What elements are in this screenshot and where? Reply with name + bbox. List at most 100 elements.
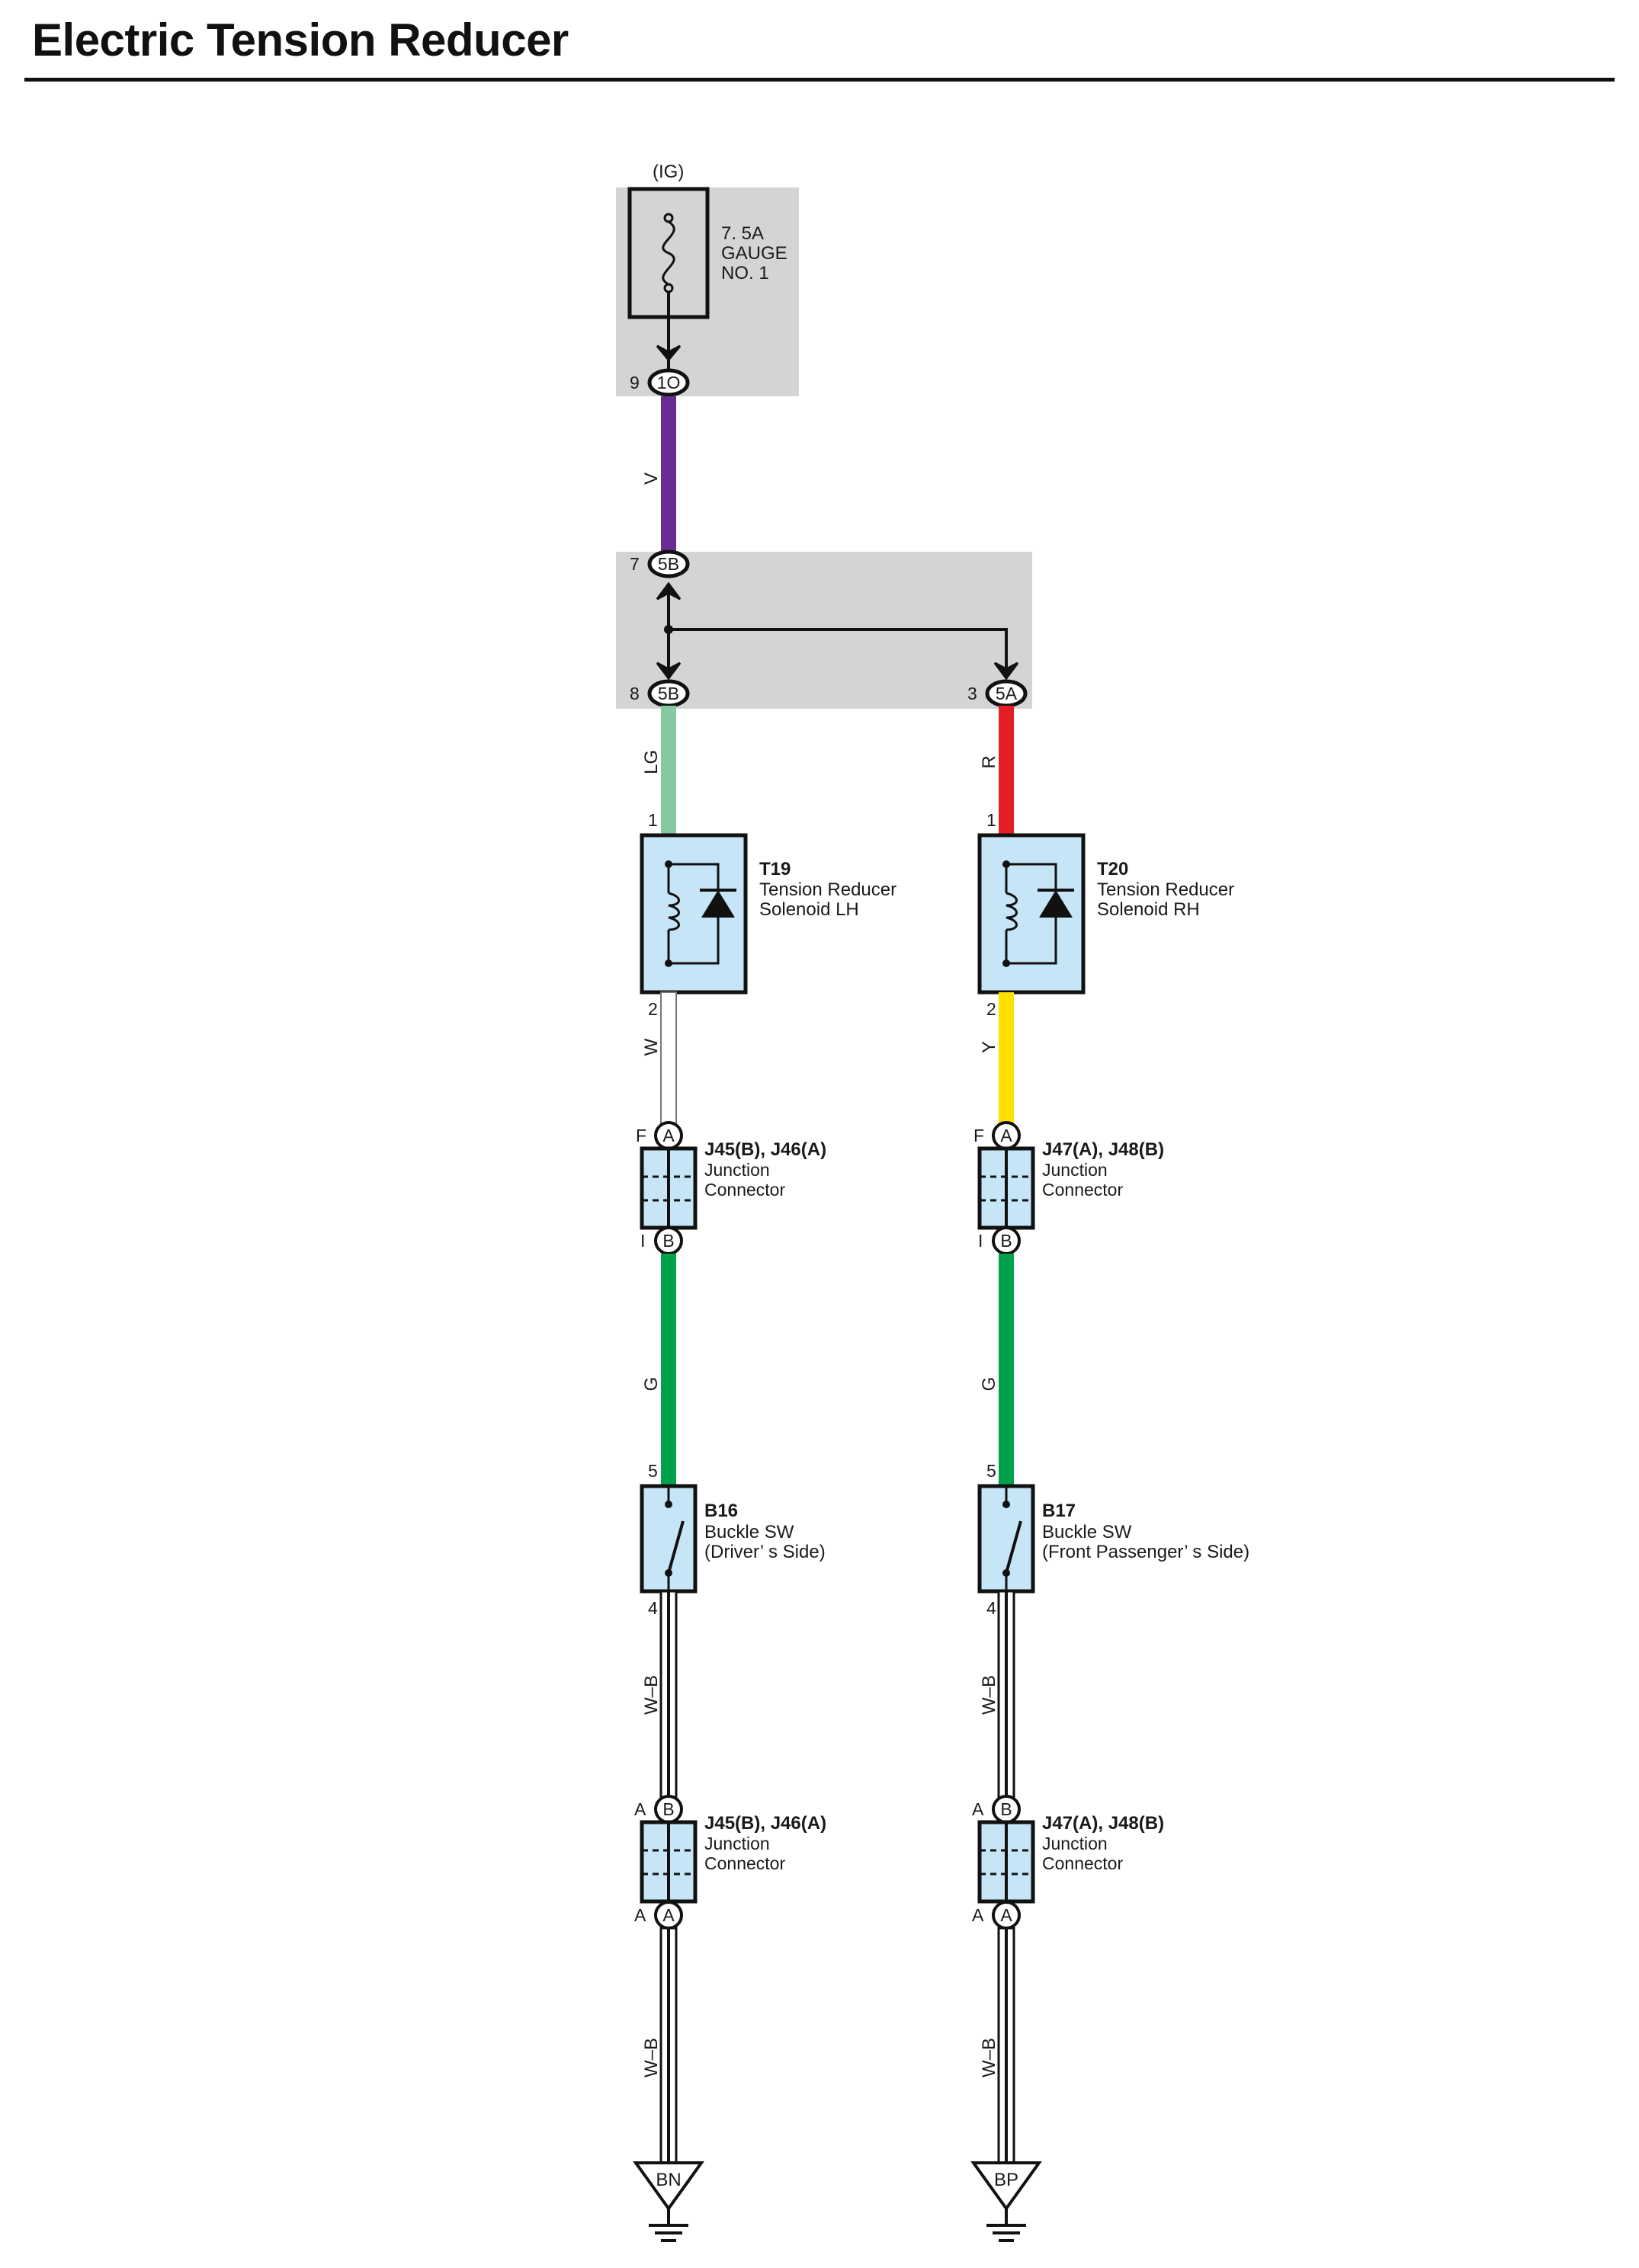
buckle-rh-line2: (Front Passenger’ s Side) bbox=[1042, 1542, 1249, 1562]
fuse-source-label: (IG) bbox=[653, 162, 684, 182]
title-rule bbox=[24, 78, 1615, 82]
ground-bn-label: BN bbox=[656, 2170, 681, 2190]
buckle-lh-pin-bottom: 4 bbox=[648, 1598, 658, 1618]
jc-right-upper-bottom-pin: I bbox=[978, 1231, 983, 1251]
jc-left-lower-line2: Connector bbox=[704, 1853, 785, 1873]
ground-bn-symbol bbox=[633, 2161, 704, 2242]
fuse-rating: 7. 5A bbox=[721, 223, 764, 244]
page-title: Electric Tension Reducer bbox=[32, 14, 569, 66]
junction-splice-dot bbox=[664, 625, 673, 634]
jc-right-lower-code: J47(A), J48(B) bbox=[1042, 1813, 1164, 1834]
wire-g-left bbox=[661, 1254, 676, 1486]
jc-left-lower-bottom-id: A bbox=[662, 1905, 675, 1925]
wire-r-label: R bbox=[979, 755, 999, 768]
connector-5B-in bbox=[647, 549, 690, 578]
jc-left-upper-bottom-id: B bbox=[662, 1231, 674, 1251]
jc-left-lower-code: J45(B), J46(A) bbox=[704, 1813, 826, 1834]
connector-1O-id: 1O bbox=[657, 373, 681, 392]
wire-wb-right-2-label: W–B bbox=[979, 2038, 999, 2077]
buckle-lh-line1: Buckle SW bbox=[704, 1522, 794, 1542]
connector-1O-pin: 9 bbox=[630, 373, 640, 392]
wire-y-label: Y bbox=[979, 1041, 999, 1053]
jc-right-upper-code: J47(A), J48(B) bbox=[1042, 1139, 1164, 1160]
solenoid-lh bbox=[640, 833, 748, 995]
connector-5B-out-pin: 8 bbox=[630, 684, 640, 703]
wire-g-left-label: G bbox=[641, 1377, 662, 1392]
fuse-name-line2: NO. 1 bbox=[721, 263, 769, 284]
jc-right-lower-bottom-id: A bbox=[1000, 1905, 1012, 1925]
wire-y bbox=[999, 992, 1014, 1134]
wire-lg bbox=[661, 706, 676, 835]
wire-wb-right-1 bbox=[997, 1590, 1015, 1810]
ground-bp-symbol bbox=[970, 2161, 1042, 2242]
wire-wb-right-1-label: W–B bbox=[979, 1675, 999, 1715]
fuse-name-line1: GAUGE bbox=[721, 243, 787, 264]
junction-out-left-arrow bbox=[656, 662, 682, 681]
buckle-lh-pin-top: 5 bbox=[648, 1461, 658, 1481]
wire-wb-left-2 bbox=[659, 1927, 678, 2166]
buckle-lh-line2: (Driver’ s Side) bbox=[704, 1542, 826, 1562]
jc-left-lower-box bbox=[640, 1820, 698, 1904]
jc-right-upper-top-id: A bbox=[1000, 1126, 1012, 1145]
jc-right-lower-box bbox=[977, 1820, 1035, 1904]
buckle-lh-code: B16 bbox=[704, 1501, 738, 1521]
wire-lg-label: LG bbox=[641, 750, 662, 774]
wire-r bbox=[999, 706, 1014, 835]
connector-5B-out-id: 5B bbox=[658, 684, 679, 703]
solenoid-rh-code: T20 bbox=[1097, 859, 1128, 879]
fuse-output-arrow bbox=[656, 344, 682, 362]
jc-right-upper-box bbox=[977, 1146, 1035, 1230]
connector-5B-in-id: 5B bbox=[658, 554, 679, 574]
solenoid-rh-pin-top: 1 bbox=[986, 810, 996, 830]
jc-right-lower-line1: Junction bbox=[1042, 1834, 1108, 1853]
buckle-rh-code: B17 bbox=[1042, 1501, 1076, 1521]
wire-wb-left-2-label: W–B bbox=[641, 2038, 662, 2077]
jc-left-lower-bottom-pin: A bbox=[634, 1905, 646, 1925]
solenoid-lh-pin-top: 1 bbox=[648, 810, 658, 830]
jc-right-upper-line1: Junction bbox=[1042, 1160, 1108, 1180]
jc-right-lower-line2: Connector bbox=[1042, 1853, 1123, 1873]
wire-g-right bbox=[999, 1254, 1014, 1486]
solenoid-lh-code: T19 bbox=[759, 859, 791, 879]
wire-v-label: V bbox=[641, 472, 662, 485]
jc-left-upper-top-id: A bbox=[662, 1126, 675, 1145]
wire-wb-left-1-label: W–B bbox=[641, 1675, 662, 1715]
wire-w-label: W bbox=[641, 1038, 662, 1056]
solenoid-rh-pin-bottom: 2 bbox=[986, 999, 996, 1019]
buckle-lh-switch bbox=[640, 1484, 698, 1594]
jc-left-upper-box bbox=[640, 1146, 698, 1230]
buckle-rh-line1: Buckle SW bbox=[1042, 1522, 1132, 1542]
solenoid-lh-pin-bottom: 2 bbox=[648, 999, 658, 1019]
jc-left-lower-top-pin: A bbox=[634, 1799, 646, 1819]
jc-left-upper-bottom-pin: I bbox=[640, 1231, 645, 1251]
solenoid-lh-line2: Solenoid LH bbox=[759, 899, 859, 920]
wire-w bbox=[660, 991, 677, 1135]
jc-left-lower-top-id: B bbox=[662, 1799, 674, 1819]
jc-left-upper-line1: Junction bbox=[704, 1160, 770, 1180]
connector-5B-in-pin: 7 bbox=[630, 554, 640, 574]
jc-left-lower-line1: Junction bbox=[704, 1834, 770, 1853]
jc-left-upper-line2: Connector bbox=[704, 1180, 785, 1200]
jc-right-upper-line2: Connector bbox=[1042, 1180, 1123, 1200]
wire-g-right-label: G bbox=[979, 1377, 999, 1392]
jc-left-upper-top-pin: F bbox=[636, 1126, 646, 1145]
buckle-rh-pin-top: 5 bbox=[986, 1461, 996, 1481]
buckle-rh-switch bbox=[977, 1484, 1035, 1594]
jc-right-lower-top-pin: A bbox=[972, 1799, 984, 1819]
solenoid-rh bbox=[977, 833, 1086, 995]
solenoid-rh-line1: Tension Reducer bbox=[1097, 879, 1234, 900]
connector-1O bbox=[647, 368, 690, 397]
buckle-rh-pin-bottom: 4 bbox=[986, 1598, 996, 1618]
jc-right-lower-bottom-pin: A bbox=[972, 1905, 984, 1925]
solenoid-rh-line2: Solenoid RH bbox=[1097, 899, 1200, 920]
connector-5A-out-id: 5A bbox=[996, 684, 1018, 703]
jc-right-lower-top-id: B bbox=[1000, 1799, 1012, 1819]
solenoid-lh-line1: Tension Reducer bbox=[759, 879, 896, 900]
ground-bp-label: BP bbox=[994, 2170, 1018, 2190]
wire-wb-right-2 bbox=[997, 1927, 1015, 2166]
jc-right-upper-bottom-id: B bbox=[1000, 1231, 1012, 1251]
junction-out-right-arrow bbox=[993, 662, 1019, 681]
junction-in-arrow bbox=[656, 581, 682, 601]
jc-right-upper-top-pin: F bbox=[973, 1126, 984, 1145]
